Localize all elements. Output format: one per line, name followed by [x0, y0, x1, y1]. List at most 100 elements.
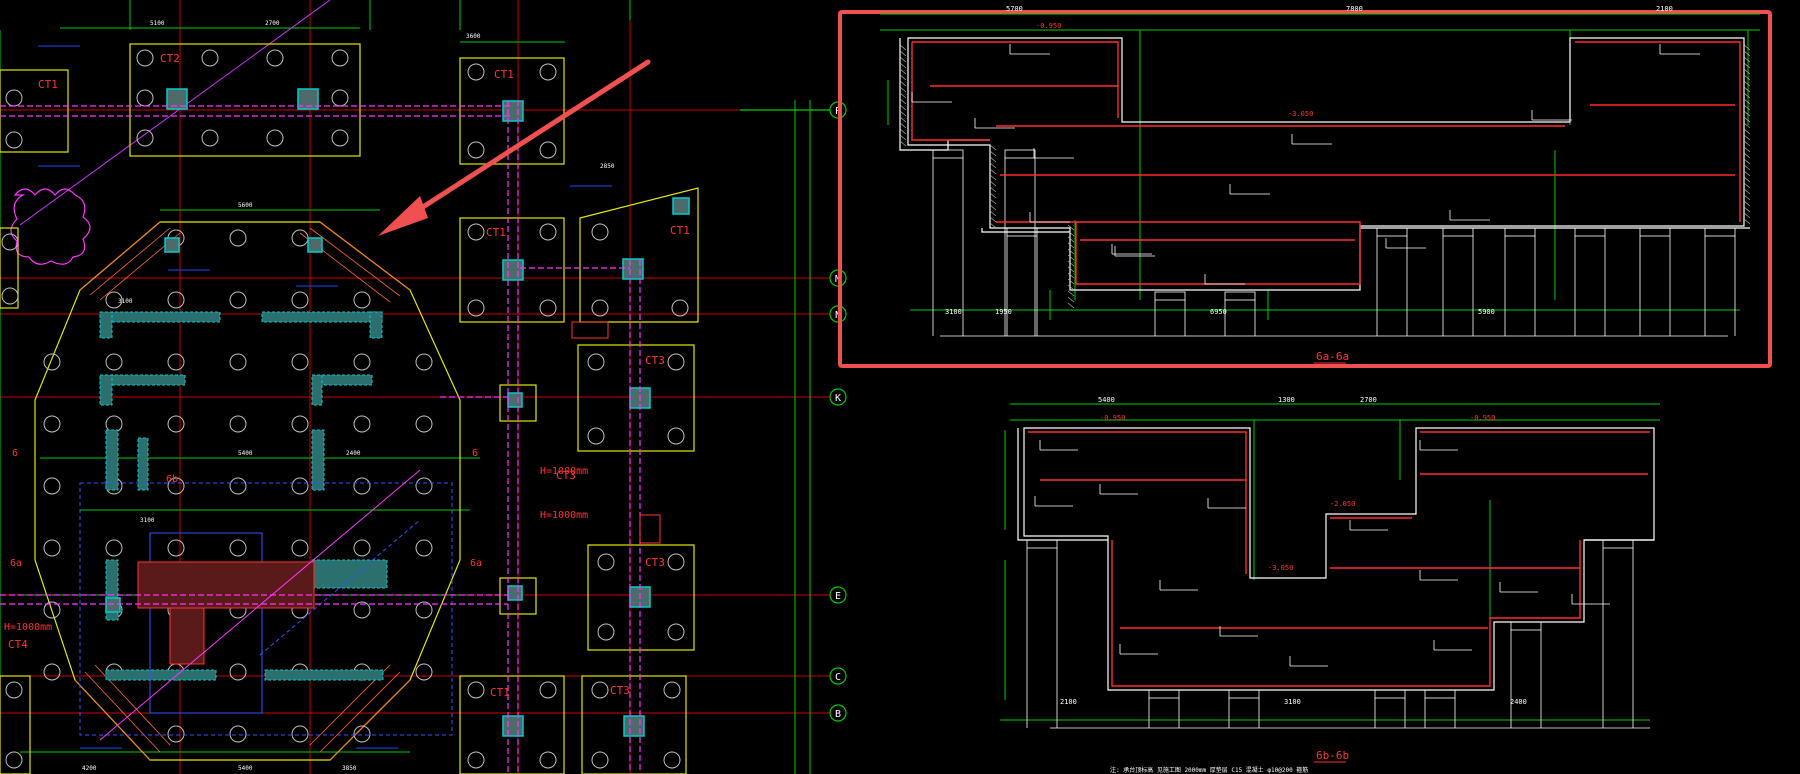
- hatch: [899, 56, 907, 63]
- dim-text: 5400: [238, 765, 253, 772]
- hatch: [899, 92, 907, 99]
- pile-cap-head: [1639, 227, 1671, 237]
- dim-text: 5900: [1478, 308, 1495, 316]
- pile-circle: [667, 623, 685, 641]
- dim-text: 3100: [118, 298, 133, 305]
- pile-circle: [43, 663, 61, 681]
- pile-circle: [5, 131, 23, 149]
- pile-note: H=1000mm: [540, 466, 588, 477]
- pile-circle: [587, 427, 605, 445]
- pile-circle: [467, 299, 485, 317]
- pit-inner-boundary: [149, 532, 263, 714]
- hatch: [1067, 272, 1075, 279]
- hatch: [1743, 98, 1751, 105]
- sump-block-2: [169, 607, 205, 665]
- hatch: [1067, 254, 1075, 261]
- hatch: [1743, 188, 1751, 195]
- hatch: [1743, 170, 1751, 177]
- dim-text: 2100: [1656, 5, 1673, 13]
- axis-label-e: E: [835, 591, 841, 602]
- pile-circle: [167, 291, 185, 309]
- hatch: [1743, 176, 1751, 183]
- pile-circle: [43, 415, 61, 433]
- hatch: [1743, 218, 1751, 225]
- pile-circle: [5, 751, 23, 769]
- hatch: [899, 104, 907, 111]
- section-6a-text: 5700 7800 2100 3100 6950 1950 5900 -0.95…: [945, 5, 1673, 363]
- dim-text: 5600: [238, 202, 253, 209]
- dim-text: 1950: [995, 308, 1012, 316]
- hatch: [1743, 110, 1751, 117]
- cap-label: CT3: [645, 556, 665, 569]
- section-6b-text: 5400 1300 2700 2100 3100 2400 -0.950 -0.…: [1060, 396, 1527, 774]
- section-6a-drawing: [880, 13, 1760, 337]
- hatch: [899, 80, 907, 87]
- section-mark: 6: [12, 448, 18, 459]
- hatch: [1743, 146, 1751, 153]
- pile-circle: [229, 353, 247, 371]
- hatch: [1743, 116, 1751, 123]
- pile-cap-head: [1154, 291, 1186, 301]
- pile-circle: [331, 129, 349, 147]
- pile-circle: [291, 353, 309, 371]
- pile-circle: [229, 229, 247, 247]
- pile-circle: [229, 725, 247, 743]
- pile-cap-head: [1148, 689, 1180, 699]
- pile-circle: [415, 663, 433, 681]
- hatch: [1067, 266, 1075, 273]
- small-caps: [0, 43, 699, 774]
- hatch: [1067, 236, 1075, 243]
- pile-cap-head: [1026, 539, 1058, 549]
- pile-circle: [229, 539, 247, 557]
- pile-circle: [597, 623, 615, 641]
- footer-note: 注: 承台顶标高 见施工图 2000mm 厚垫层 C15 混凝土 φ10@200…: [1110, 766, 1308, 774]
- pile-circle: [136, 49, 154, 67]
- hatch: [1067, 302, 1075, 309]
- plan-diagonal-pipe: [19, 0, 331, 226]
- hatch: [899, 122, 907, 129]
- cap-label: CT2: [160, 52, 180, 65]
- pile-circle: [353, 725, 371, 743]
- hatch: [1743, 128, 1751, 135]
- dim-text: 5400: [238, 450, 253, 457]
- pile-circle: [266, 49, 284, 67]
- section-6a-highlight-box: [838, 10, 1772, 368]
- pile-circle: [663, 751, 681, 769]
- pile-circle: [353, 539, 371, 557]
- hatch: [989, 174, 997, 181]
- pile-cap-head: [1602, 539, 1634, 549]
- hatch: [1743, 62, 1751, 69]
- dim-text: 2400: [1510, 698, 1527, 706]
- pile-circle: [415, 601, 433, 619]
- pile-cap-head: [1424, 689, 1456, 699]
- pile-circle: [229, 415, 247, 433]
- hatch: [1743, 152, 1751, 159]
- dim-text: 2700: [1360, 396, 1377, 404]
- plan-view: P M N K E C B CT2 CT1 CT1 CT1 CT1 CT3 CT…: [0, 0, 847, 774]
- level-text: -0.950: [1100, 414, 1125, 422]
- pile-cap-head: [1374, 689, 1406, 699]
- hatch: [899, 128, 907, 135]
- dim-text: 2100: [1060, 698, 1077, 706]
- pile-circle: [291, 291, 309, 309]
- pile-cap-head: [932, 149, 964, 159]
- dim-text: 2700: [265, 20, 280, 27]
- pile-circle: [1, 233, 19, 251]
- pile-circle: [201, 129, 219, 147]
- pile-circle: [667, 353, 685, 371]
- section-title: 6a-6a: [1316, 350, 1349, 363]
- pile-circle: [467, 141, 485, 159]
- pile-cap-head: [1442, 227, 1474, 237]
- revision-cloud: [10, 188, 91, 265]
- hatch: [1743, 194, 1751, 201]
- sump-block: [137, 561, 315, 609]
- dim-text: 3850: [342, 765, 357, 772]
- hatch: [1743, 92, 1751, 99]
- pile-circle: [467, 223, 485, 241]
- hatch: [989, 216, 997, 223]
- hatch: [1067, 242, 1075, 249]
- axis-label-c: C: [835, 672, 841, 683]
- pile-circle: [331, 49, 349, 67]
- pile-cap-head: [1376, 227, 1408, 237]
